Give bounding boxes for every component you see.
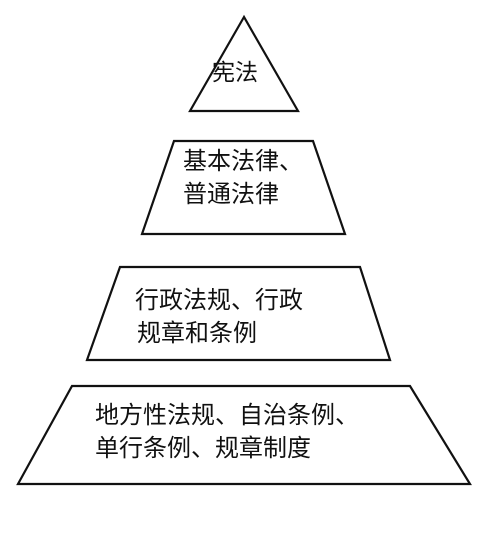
tier-3-line-1: 行政法规、行政: [135, 286, 303, 314]
tier-2-trapezoid: [140, 139, 347, 236]
tier-1-line-1: 宪法: [212, 60, 258, 86]
tier-4-trapezoid: [16, 384, 472, 486]
tier-4-line-1: 地方性法规、自治条例、: [95, 401, 359, 429]
tier-1-triangle: [188, 14, 300, 113]
tier-3-label: 行政法规、行政 规章和条例: [135, 284, 303, 350]
tier-4-label: 地方性法规、自治条例、 单行条例、规章制度: [95, 399, 359, 465]
tier-2-label: 基本法律、 普通法律: [183, 145, 303, 211]
tier-1-label: 宪法: [212, 57, 258, 90]
tier-4-line-2: 单行条例、规章制度: [95, 434, 311, 462]
tier-2-line-2: 普通法律: [183, 180, 279, 208]
tier-2-line-1: 基本法律、: [183, 147, 303, 175]
tier-3-line-2: 规章和条例: [137, 319, 257, 347]
tier-3-trapezoid: [85, 265, 392, 362]
